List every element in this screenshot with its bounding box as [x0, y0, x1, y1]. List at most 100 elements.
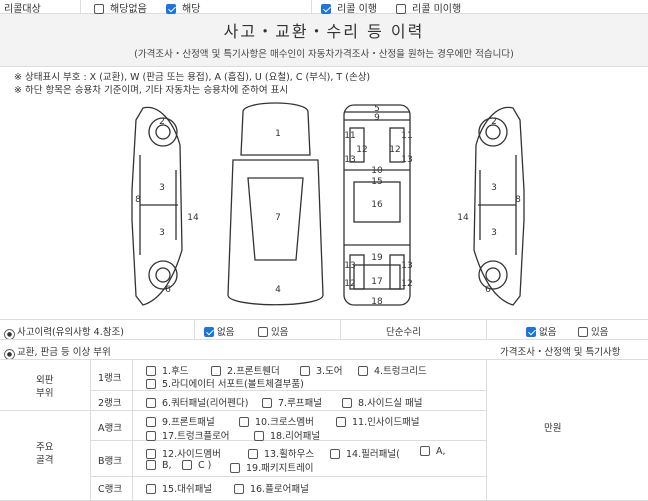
- recall-yes-option[interactable]: 해당: [166, 0, 200, 15]
- item-rear-panel[interactable]: 18.리어패널: [254, 428, 320, 442]
- roof-panel-checkbox[interactable]: [262, 398, 272, 408]
- item-floor-panel[interactable]: 16.플로어패널: [234, 481, 309, 495]
- recall-not-done-option[interactable]: 리콜 미이행: [396, 0, 461, 15]
- label-8-right: 8: [515, 195, 521, 205]
- hood-checkbox[interactable]: [146, 366, 156, 376]
- item-radiator-support[interactable]: 5.라디에이터 서포트(볼트체결부품): [146, 376, 304, 390]
- simple-none-option[interactable]: 없음: [526, 324, 557, 338]
- label-15: 15: [371, 177, 382, 187]
- front-panel-checkbox[interactable]: [146, 417, 156, 427]
- label-14-left: 14: [187, 213, 199, 223]
- label-12-a: 12: [356, 145, 367, 155]
- label-14-right: 14: [457, 213, 469, 223]
- label-4: 4: [275, 285, 281, 295]
- exchange-row: ●교환, 판금 등 이상 부위 가격조사・산정액 및 특기사항: [0, 339, 648, 360]
- diagram-labels: 2 3 3 8 14 6 1 7 4 5 9 11 11 12 12 13 13…: [135, 104, 521, 307]
- damage-table: 외판 부위 주요 골격 1랭크 2랭크 A랭크 B랭크 C랭크 만원 1.후드 …: [0, 359, 648, 501]
- label-12-c: 12: [344, 279, 355, 289]
- item-quarter-panel[interactable]: 6.쿼터패널(리어펜다): [146, 395, 248, 409]
- label-10: 10: [371, 166, 383, 176]
- car-right-side: [473, 106, 525, 306]
- accident-none-option[interactable]: 없음: [204, 324, 235, 338]
- label-6-right: 6: [485, 285, 491, 295]
- item-front-fender[interactable]: 2.프론트휀더: [211, 363, 280, 377]
- recall-yes-checkbox[interactable]: [166, 4, 176, 14]
- label-3-right-a: 3: [491, 183, 497, 193]
- accident-yes-option[interactable]: 있음: [258, 324, 289, 338]
- label-3-right-b: 3: [491, 228, 497, 238]
- accident-yes-checkbox[interactable]: [258, 327, 268, 337]
- car-front: [227, 102, 324, 306]
- front-fender-checkbox[interactable]: [211, 366, 221, 376]
- recall-none-checkbox[interactable]: [94, 4, 104, 14]
- label-13-d: 13: [401, 261, 412, 271]
- pillar-b-checkbox[interactable]: [146, 460, 156, 470]
- cross-member-checkbox[interactable]: [239, 417, 249, 427]
- label-13-a: 13: [344, 155, 355, 165]
- label-11-a: 11: [344, 131, 355, 141]
- simple-yes-checkbox[interactable]: [578, 327, 588, 337]
- dash-panel-checkbox[interactable]: [146, 484, 156, 494]
- item-wheel-house[interactable]: 13.휠하우스: [248, 446, 314, 460]
- rank2-label: 2랭크: [98, 398, 122, 409]
- label-13-c: 13: [344, 261, 355, 271]
- item-door[interactable]: 3.도어: [300, 363, 343, 377]
- item-pillar-a[interactable]: A,: [420, 446, 446, 457]
- item-side-sill-panel[interactable]: 8.사이드실 패널: [342, 395, 423, 409]
- recall-none-option[interactable]: 해당없음: [94, 0, 147, 15]
- recall-done-checkbox[interactable]: [321, 4, 331, 14]
- rank1-label: 1랭크: [98, 373, 122, 384]
- pillar-c-checkbox[interactable]: [182, 460, 192, 470]
- trunk-floor-checkbox[interactable]: [146, 431, 156, 441]
- accident-history-label: ●사고이력(유의사항 4.참조): [4, 324, 124, 340]
- item-cross-member[interactable]: 10.크로스멤버: [239, 414, 314, 428]
- side-sill-panel-checkbox[interactable]: [342, 398, 352, 408]
- quarter-panel-checkbox[interactable]: [146, 398, 156, 408]
- item-side-member[interactable]: 12.사이드멤버: [146, 446, 221, 460]
- wheel-house-checkbox[interactable]: [248, 449, 258, 459]
- inside-panel-checkbox[interactable]: [336, 417, 346, 427]
- simple-yes-option[interactable]: 있음: [578, 324, 609, 338]
- side-member-checkbox[interactable]: [146, 449, 156, 459]
- pillar-panel-checkbox[interactable]: [330, 449, 340, 459]
- item-pillar-b[interactable]: B,: [146, 460, 172, 471]
- item-package-tray[interactable]: 19.패키지트레이: [230, 460, 314, 474]
- rear-panel-checkbox[interactable]: [254, 431, 264, 441]
- label-18: 18: [371, 297, 383, 307]
- label-7: 7: [275, 213, 281, 223]
- item-dash-panel[interactable]: 15.대쉬패널: [146, 481, 212, 495]
- label-13-b: 13: [401, 155, 412, 165]
- floor-panel-checkbox[interactable]: [234, 484, 244, 494]
- item-trunk-lid[interactable]: 4.트렁크리드: [358, 363, 427, 377]
- page-subtitle: (가격조사・산정액 및 특기사항은 매수인이 자동차가격조사・산정을 원하는 경…: [134, 49, 514, 60]
- main-frame-label-2: 골격: [36, 455, 54, 466]
- item-roof-panel[interactable]: 7.루프패널: [262, 395, 322, 409]
- label-9: 9: [374, 113, 380, 123]
- label-17: 17: [371, 277, 382, 287]
- package-tray-checkbox[interactable]: [230, 463, 240, 473]
- accident-history-row: ●사고이력(유의사항 4.참조) 없음 있음 단순수리 없음 있음: [0, 319, 648, 340]
- simple-none-checkbox[interactable]: [526, 327, 536, 337]
- item-hood[interactable]: 1.후드: [146, 363, 189, 377]
- item-inside-panel[interactable]: 11.인사이드패널: [336, 414, 420, 428]
- label-12-d: 12: [401, 279, 412, 289]
- door-checkbox[interactable]: [300, 366, 310, 376]
- recall-not-done-checkbox[interactable]: [396, 4, 406, 14]
- accident-none-checkbox[interactable]: [204, 327, 214, 337]
- radiator-support-checkbox[interactable]: [146, 379, 156, 389]
- recall-label: 리콜대상: [4, 4, 41, 15]
- simple-repair-label: 단순수리: [386, 327, 421, 338]
- label-16: 16: [371, 200, 383, 210]
- item-pillar-c[interactable]: C ): [182, 460, 211, 471]
- label-8-left: 8: [135, 195, 141, 205]
- section-header: 사고・교환・수리 등 이력 (가격조사・산정액 및 특기사항은 매수인이 자동차…: [0, 14, 648, 67]
- trunk-lid-checkbox[interactable]: [358, 366, 368, 376]
- recall-done-option[interactable]: 리콜 이행: [321, 0, 377, 15]
- label-3-left-b: 3: [159, 228, 165, 238]
- item-front-panel[interactable]: 9.프론트패널: [146, 414, 215, 428]
- label-2-left: 2: [159, 117, 165, 127]
- item-pillar-panel[interactable]: 14.필러패널(: [330, 446, 400, 460]
- item-trunk-floor[interactable]: 17.트렁크플로어: [146, 428, 230, 442]
- price-unit: 만원: [544, 423, 562, 434]
- pillar-a-checkbox[interactable]: [420, 446, 430, 456]
